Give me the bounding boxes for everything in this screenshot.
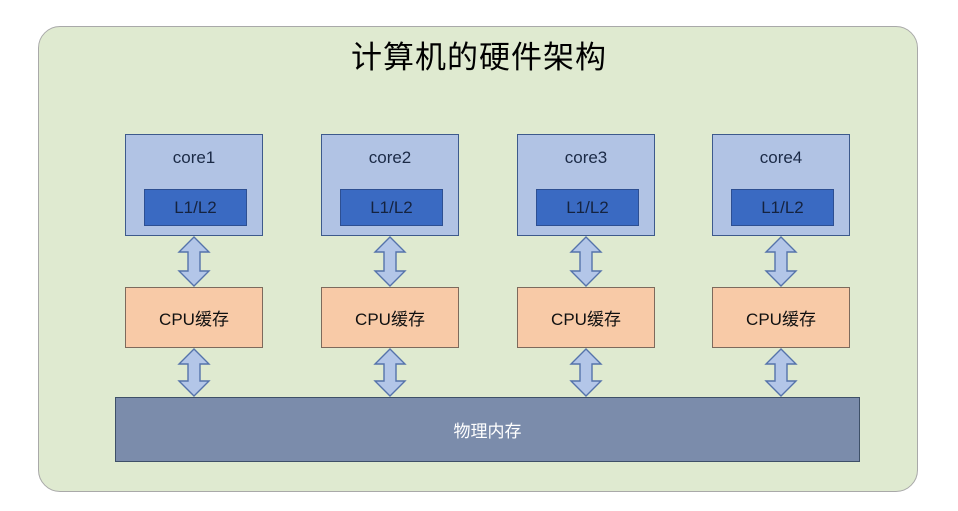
l1l2-box-4[interactable]: L1/L2: [731, 189, 834, 226]
cpu-cache-label-1: CPU缓存: [159, 310, 229, 329]
core-label-4: core4: [759, 148, 803, 167]
cpu-cache-box-4[interactable]: CPU缓存: [712, 287, 850, 348]
l1l2-label-1: L1/L2: [174, 197, 217, 217]
arrow-cache2-to-memory-icon: [373, 348, 407, 397]
page-title: 计算机的硬件架构: [351, 40, 607, 75]
cpu-cache-box-1[interactable]: CPU缓存: [125, 287, 263, 348]
core-box-3[interactable]: core3 L1/L2: [517, 134, 655, 236]
cpu-cache-label-2: CPU缓存: [355, 310, 425, 329]
arrow-cache4-to-memory-icon: [764, 348, 798, 397]
cpu-cache-label-4: CPU缓存: [746, 310, 816, 329]
core-label-2: core2: [368, 148, 412, 167]
core-box-1[interactable]: core1 L1/L2: [125, 134, 263, 236]
cpu-cache-box-3[interactable]: CPU缓存: [517, 287, 655, 348]
arrow-core2-to-cache2-icon: [373, 236, 407, 287]
arrow-cache3-to-memory-icon: [569, 348, 603, 397]
l1l2-box-2[interactable]: L1/L2: [340, 189, 443, 226]
l1l2-label-4: L1/L2: [761, 197, 804, 217]
arrow-cache1-to-memory-icon: [177, 348, 211, 397]
core-box-4[interactable]: core4 L1/L2: [712, 134, 850, 236]
l1l2-box-1[interactable]: L1/L2: [144, 189, 247, 226]
l1l2-label-3: L1/L2: [566, 197, 609, 217]
core-label-3: core3: [564, 148, 608, 167]
arrow-core4-to-cache4-icon: [764, 236, 798, 287]
cpu-cache-box-2[interactable]: CPU缓存: [321, 287, 459, 348]
l1l2-label-2: L1/L2: [370, 197, 413, 217]
arrow-core3-to-cache3-icon: [569, 236, 603, 287]
physical-memory-bar[interactable]: 物理内存: [115, 397, 860, 462]
l1l2-box-3[interactable]: L1/L2: [536, 189, 639, 226]
core-label-1: core1: [172, 148, 216, 167]
physical-memory-label: 物理内存: [453, 422, 522, 441]
arrow-core1-to-cache1-icon: [177, 236, 211, 287]
core-box-2[interactable]: core2 L1/L2: [321, 134, 459, 236]
cpu-cache-label-3: CPU缓存: [551, 310, 621, 329]
